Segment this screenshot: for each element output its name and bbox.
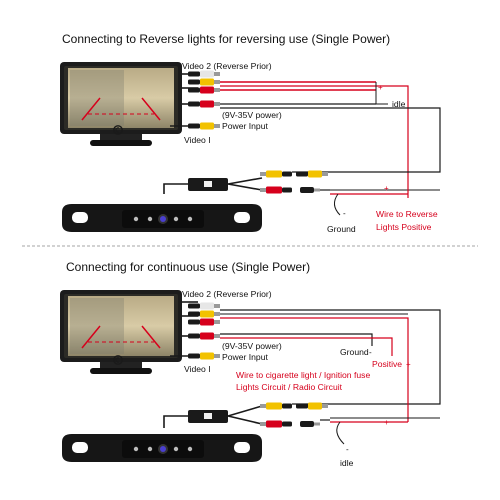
ground-label: Ground xyxy=(340,347,369,357)
video1-label: Video I xyxy=(184,364,211,374)
rca-connector-icon xyxy=(188,310,220,318)
rca-connector-icon xyxy=(188,100,220,108)
plus-sign: + xyxy=(384,418,389,427)
reverse-label-line2: Lights Positive xyxy=(376,222,432,232)
idle-minus: - xyxy=(346,445,349,454)
idle-label: idle xyxy=(392,99,406,109)
ground-label: Ground xyxy=(327,224,356,234)
rca-connector-icon xyxy=(260,402,292,410)
rca-connector-icon xyxy=(260,420,292,428)
plus-sign: + xyxy=(384,184,389,193)
idle-label: idle xyxy=(340,458,354,468)
plus-sign: + xyxy=(378,83,383,92)
rca-connector-icon xyxy=(260,170,292,178)
monitor-icon xyxy=(59,289,183,375)
power-label-line2: Power Input xyxy=(222,352,268,362)
rca-connector-icon xyxy=(188,78,220,86)
power-label-line2: Power Input xyxy=(222,121,268,131)
license-plate-camera-icon xyxy=(62,204,262,232)
plus-sign: + xyxy=(406,360,411,369)
rca-connector-icon xyxy=(188,332,220,340)
dc-power-plug-icon xyxy=(300,421,320,427)
video2-label: Video 2 (Reverse Prior) xyxy=(182,61,272,71)
rca-connector-icon xyxy=(188,70,220,78)
video2-label: Video 2 (Reverse Prior) xyxy=(182,289,272,299)
rca-connector-icon xyxy=(188,302,220,310)
video1-label: Video I xyxy=(184,135,211,145)
dc-power-plug-icon xyxy=(300,187,320,193)
rca-connector-icon xyxy=(188,86,220,94)
section2-title: Connecting for continuous use (Single Po… xyxy=(66,260,310,274)
rca-connector-icon xyxy=(188,352,220,360)
wire-label-line1: Wire to cigarette light / Ignition fuse xyxy=(236,370,370,380)
ground-minus: - xyxy=(369,348,372,357)
rca-connector-icon xyxy=(188,122,220,130)
ground-minus: - xyxy=(343,209,346,218)
reverse-label-line1: Wire to Reverse xyxy=(376,209,438,219)
positive-label: Positive xyxy=(372,359,402,369)
power-label-line1: (9V-35V power) xyxy=(222,110,282,120)
wire-label-line2: Lights Circuit / Radio Circuit xyxy=(236,382,343,392)
rca-connector-icon xyxy=(260,186,292,194)
rca-connector-icon xyxy=(188,318,220,326)
section-reverse-lights: Connecting to Reverse lights for reversi… xyxy=(59,32,441,234)
section-continuous: Connecting for continuous use (Single Po… xyxy=(59,260,441,468)
section1-title: Connecting to Reverse lights for reversi… xyxy=(62,32,390,46)
license-plate-camera-icon xyxy=(62,434,262,462)
power-label-line1: (9V-35V power) xyxy=(222,341,282,351)
